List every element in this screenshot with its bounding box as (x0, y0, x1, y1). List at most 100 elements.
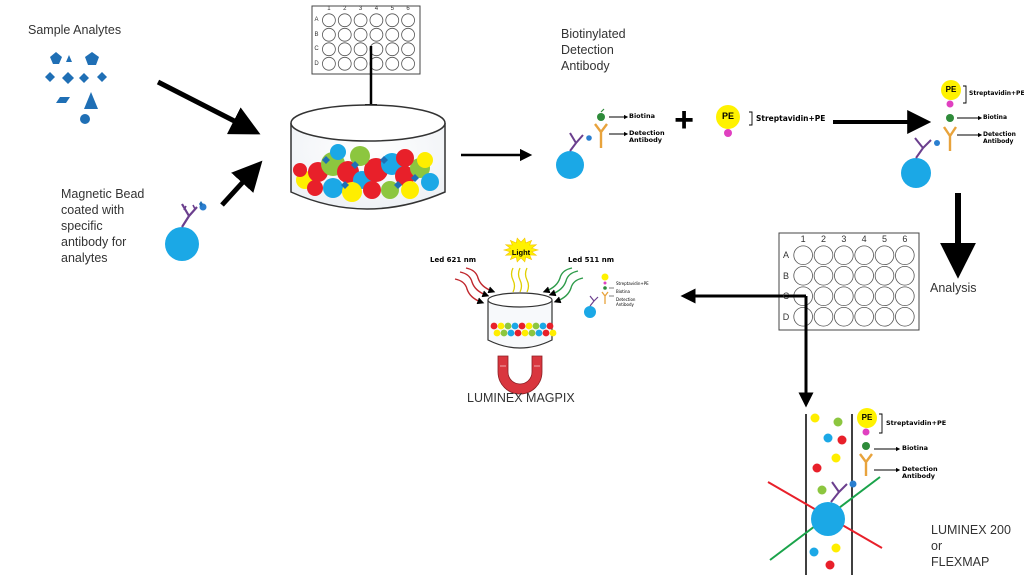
label-mini-biotina: Biotina (616, 289, 630, 294)
flow-bead-stream (809, 413, 847, 570)
well-plate-small (311, 5, 421, 75)
plate-column-label: 5 (390, 6, 394, 12)
label-luminex-magpix: LUMINEX MAGPIX (467, 391, 575, 405)
bead (833, 417, 843, 427)
plate-well (854, 265, 874, 286)
bead (500, 329, 508, 337)
plate-well (369, 27, 384, 42)
plate-column-label: 2 (820, 234, 826, 244)
plate-row-label: C (314, 46, 319, 52)
plate-well (874, 286, 895, 307)
plate-row-label: D (782, 311, 790, 322)
plate-well (353, 42, 368, 57)
label-detection-antibody: Detection Antibody (983, 131, 1016, 145)
well-plate-large (778, 232, 920, 331)
light-burst (502, 237, 540, 263)
plate-well (353, 13, 368, 28)
plate-column-label: 3 (841, 234, 847, 244)
label-pe: PE (945, 85, 957, 94)
label-biotina: Biotina (902, 444, 928, 452)
plate-well (874, 265, 895, 286)
analyte-pentagon (50, 52, 62, 64)
plate-well (895, 306, 915, 327)
label-line: analytes (61, 251, 108, 265)
bead (539, 322, 547, 330)
label-mini-streptavidin-pe: Streptavidin+PE (616, 281, 649, 286)
bead (823, 433, 833, 443)
analyte-parallelogram (56, 97, 70, 103)
label-line: Magnetic Bead (61, 187, 145, 201)
magnetic-bead-antibody (165, 201, 207, 261)
label-line: Detection (983, 131, 1016, 138)
plate-row-label: A (782, 250, 789, 260)
label-line: FLEXMAP (931, 555, 990, 569)
bead (417, 152, 433, 168)
label-pe: PE (721, 111, 734, 121)
captured-analyte (394, 181, 402, 189)
luminex-magpix-instrument (454, 237, 614, 395)
plate-column-label: 4 (861, 234, 867, 244)
bead (363, 181, 381, 199)
plate-well (854, 306, 874, 327)
bead (817, 485, 827, 495)
luminex-flexmap-flowcell (767, 408, 901, 575)
plate-well (895, 286, 915, 307)
label-pe: PE (861, 413, 873, 422)
plate-well (813, 245, 834, 266)
arrow-analytes-to-well (156, 79, 261, 135)
plate-well (322, 56, 336, 71)
plate-well (353, 56, 368, 71)
plate-row-label: D (314, 60, 319, 67)
plate-well (834, 265, 854, 286)
plate-well (793, 306, 813, 327)
bead (535, 329, 543, 337)
captured-analyte (341, 181, 349, 189)
plate-column-label: 1 (800, 234, 806, 244)
bead (831, 543, 841, 553)
plate-well (834, 306, 854, 327)
bead (546, 322, 554, 330)
label-line: specific (61, 219, 103, 233)
plate-well (353, 27, 368, 42)
bead (525, 322, 533, 330)
analyte-diamond (62, 72, 74, 84)
complex-bead-detection (556, 108, 629, 179)
label-line: Detection (629, 129, 665, 137)
bead (511, 322, 519, 330)
well-bead-mixture (293, 144, 439, 202)
plate-well (322, 27, 336, 42)
label-line: Detection (616, 297, 636, 302)
bead (507, 329, 515, 337)
plate-row-label: A (314, 17, 319, 23)
magnet (497, 355, 543, 395)
bead (521, 329, 529, 337)
bead (401, 181, 419, 199)
plate-well (337, 13, 352, 28)
plate-column-label: 2 (343, 6, 347, 12)
label-line: LUMINEX 200 or (931, 523, 1011, 553)
label-line: Detection (902, 465, 938, 473)
plate-well (401, 13, 415, 28)
label-streptavidin-pe: Streptavidin+PE (886, 419, 947, 427)
plate-well (385, 56, 400, 71)
plate-row-label: B (314, 31, 319, 38)
bead (518, 322, 526, 330)
plate-well (385, 27, 400, 42)
bead (810, 413, 820, 423)
analyte-circle (80, 114, 90, 124)
bead (490, 322, 498, 330)
bead (330, 144, 346, 160)
label-line: Biotinylated (561, 27, 626, 41)
bead (493, 329, 501, 337)
plate-well (401, 27, 415, 42)
plate-well (834, 286, 854, 307)
bead (514, 329, 522, 337)
captured-analyte (351, 161, 359, 169)
label-line: Antibody (902, 472, 936, 480)
captured-analyte (322, 156, 330, 164)
label-line: antibody for (61, 235, 127, 249)
label-light: Light (511, 248, 531, 257)
label-detection-antibody: Detection Antibody (902, 466, 938, 480)
plate-well (793, 265, 813, 286)
